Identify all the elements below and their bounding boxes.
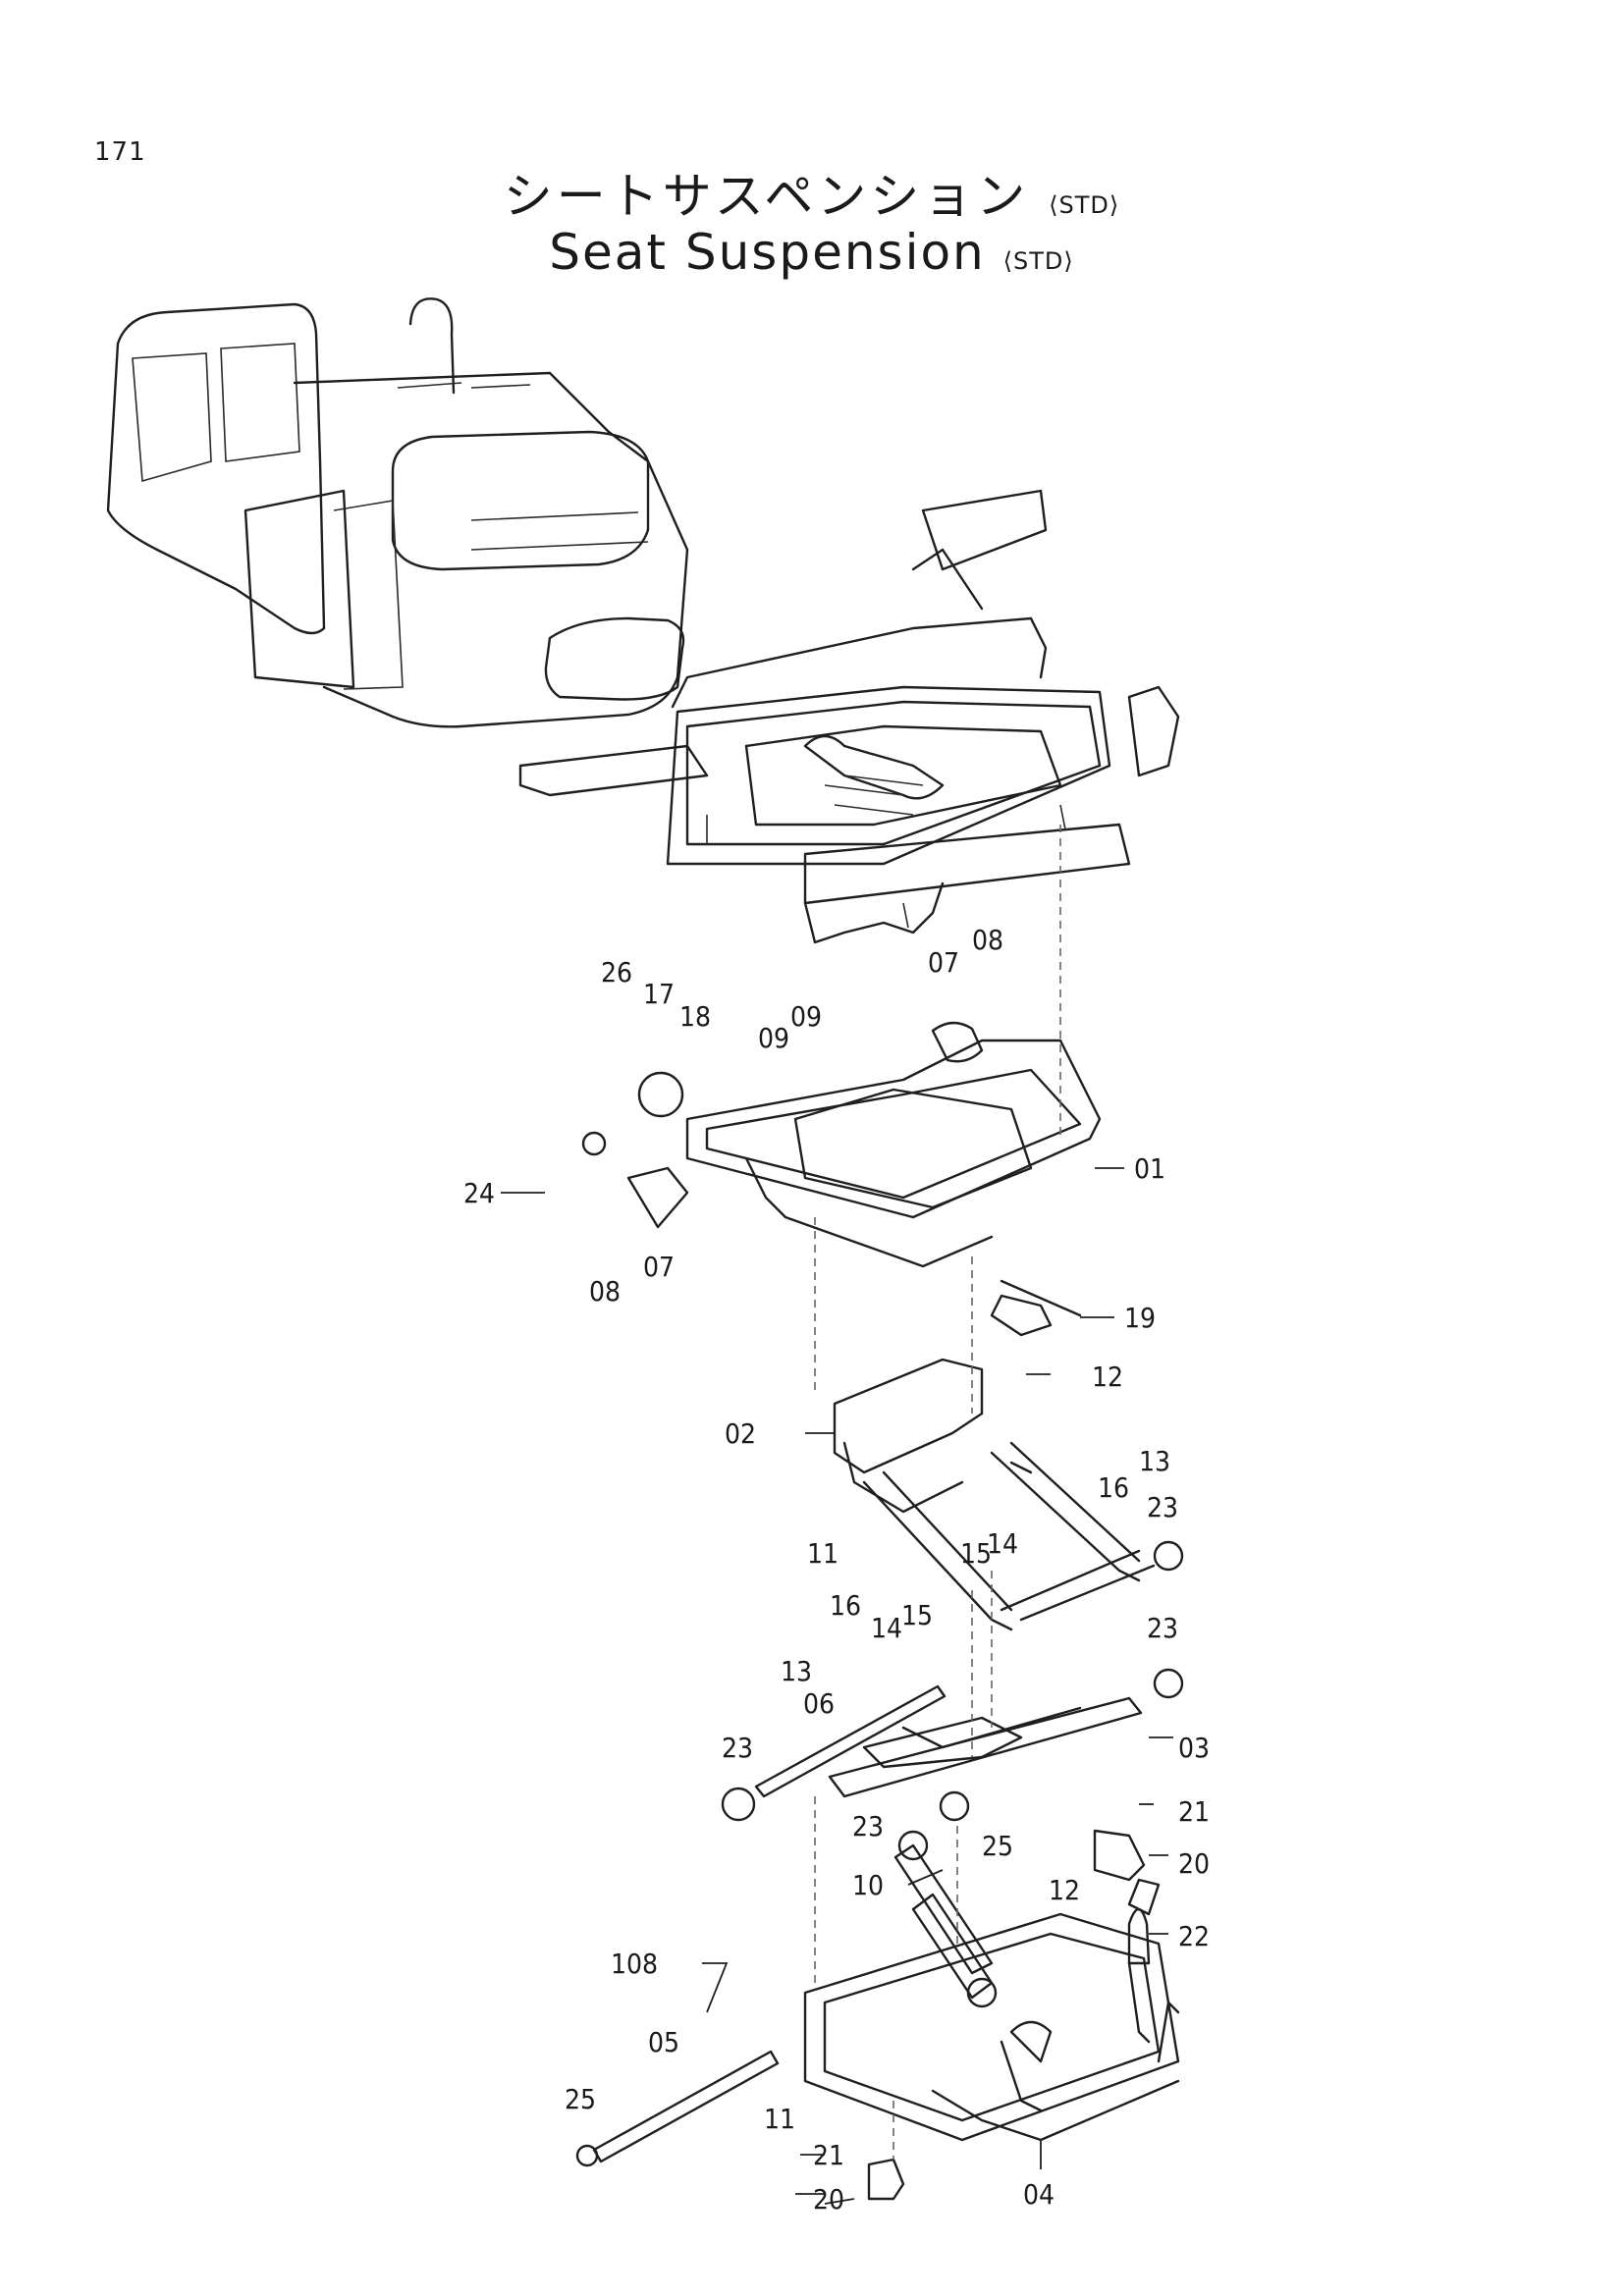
seat-frame-assembly [518,489,1180,944]
callout-09: 09 [758,1022,789,1054]
callout-07: 07 [928,946,959,979]
callout-23-b: 23 [1147,1612,1178,1644]
callout-108: 108 [611,1948,658,1980]
callout-08-b: 08 [589,1275,621,1308]
callout-20-b: 20 [813,2183,844,2216]
callout-14: 14 [987,1527,1018,1560]
callout-leaders [501,1167,1173,2205]
callout-06: 06 [803,1687,835,1720]
callout-15-b: 15 [901,1599,933,1631]
callout-13-b: 13 [781,1655,812,1687]
page-number: 171 [94,137,146,167]
callout-08: 08 [972,924,1003,956]
callout-23-d: 23 [852,1810,884,1842]
callout-12-b: 12 [1049,1874,1080,1906]
callout-21: 21 [1178,1795,1210,1828]
callout-labels: 26 17 18 09 09 07 08 01 24 08 07 19 12 0… [463,924,1210,2216]
variant-tag-jp: ⟨STD⟩ [1049,191,1120,219]
title-japanese: シートサスペンション ⟨STD⟩ [0,157,1623,228]
callout-04: 04 [1023,2178,1055,2211]
callout-25-b: 25 [565,2083,596,2115]
small-brackets [867,1829,1151,2201]
adjust-handle-rod [575,2050,780,2167]
cross-bars [721,1540,1184,1822]
callout-12: 12 [1092,1361,1123,1393]
variant-tag-en: ⟨STD⟩ [1002,247,1074,275]
callout-23: 23 [1147,1491,1178,1523]
callout-23-c: 23 [722,1732,753,1764]
excavator-overview-illustration [106,297,689,728]
callout-11-b: 11 [764,2103,795,2135]
title-english: Seat Suspension ⟨STD⟩ [0,224,1623,281]
callout-16: 16 [1098,1471,1129,1504]
callout-01: 01 [1134,1152,1165,1185]
alignment-lines [814,825,1061,2160]
callout-07-b: 07 [643,1251,675,1283]
callout-18: 18 [679,1000,711,1033]
callout-20: 20 [1178,1847,1210,1880]
callout-10: 10 [852,1869,884,1901]
callout-25: 25 [982,1830,1013,1862]
damper-shock-absorber [893,1830,998,2008]
callout-19: 19 [1124,1302,1156,1334]
title-japanese-text: シートサスペンション [503,168,1030,225]
callout-24: 24 [463,1177,495,1209]
callout-17: 17 [643,978,675,1010]
scissor-linkage-assembly [833,1279,1156,1631]
callout-13: 13 [1139,1445,1170,1477]
callout-05: 05 [648,2026,679,2058]
callout-26: 26 [601,956,632,988]
callout-03: 03 [1178,1732,1210,1764]
callout-22: 22 [1178,1920,1210,1952]
callout-09-b: 09 [790,1000,822,1033]
base-frame-assembly [803,1878,1180,2142]
callout-21-b: 21 [813,2139,844,2171]
callout-15: 15 [960,1537,992,1570]
callout-11: 11 [807,1537,839,1570]
callout-02: 02 [725,1417,756,1450]
upper-rail-assembly [581,1021,1102,1268]
callout-16-b: 16 [830,1589,861,1622]
callout-14-b: 14 [871,1612,902,1644]
title-english-text: Seat Suspension [549,224,986,281]
